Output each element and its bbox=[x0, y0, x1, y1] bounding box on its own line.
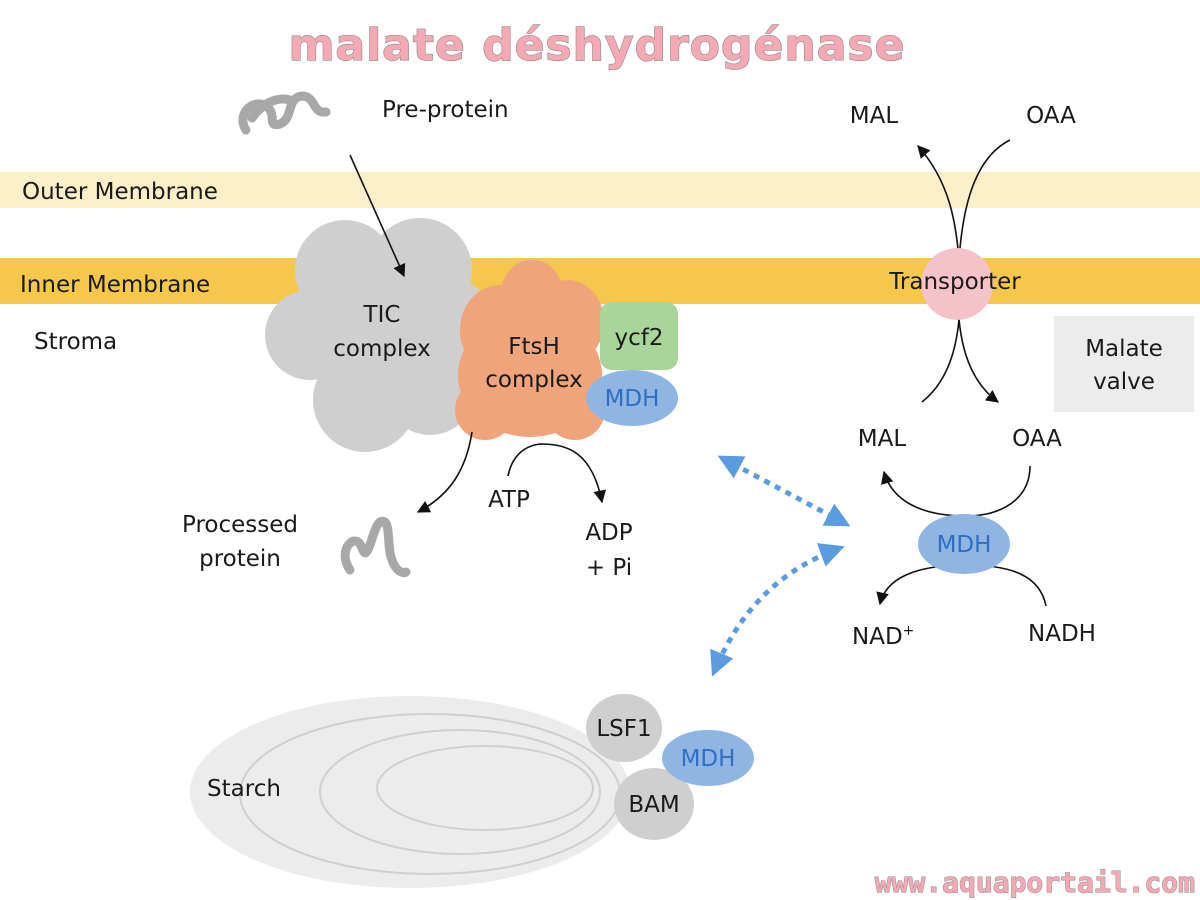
adp-label-line1: ADP bbox=[585, 520, 632, 546]
starch-ring-3 bbox=[376, 745, 594, 831]
tic-label-line2: complex bbox=[333, 336, 430, 362]
bam-label: BAM bbox=[628, 792, 679, 818]
dotted-arrow-ftsh-mdh bbox=[717, 455, 851, 527]
pre-protein-label: Pre-protein bbox=[382, 97, 509, 123]
import-arrow bbox=[349, 154, 406, 278]
ycf2-label: ycf2 bbox=[615, 325, 664, 351]
processed-label-line1: Processed bbox=[182, 512, 298, 538]
starch-label: Starch bbox=[207, 776, 281, 802]
outer-membrane-band bbox=[0, 172, 1200, 208]
starch-granule bbox=[190, 696, 630, 888]
mdh-starch-label: MDH bbox=[681, 746, 736, 772]
processed-arrow bbox=[416, 431, 473, 513]
mdh-ftsh-label: MDH bbox=[605, 386, 660, 412]
oaa-to-mal-arrow bbox=[881, 465, 1031, 517]
mdh-stroma-ellipse bbox=[918, 514, 1010, 574]
tic-label-line1: TIC bbox=[363, 302, 401, 328]
mdh-ftsh-ellipse bbox=[586, 370, 678, 426]
atp-label: ATP bbox=[488, 487, 530, 513]
tic-complex-cloud bbox=[265, 218, 492, 452]
ftsh-label-line2: complex bbox=[485, 367, 582, 393]
oaa-mid-label: OAA bbox=[1012, 426, 1062, 452]
ycf2-box bbox=[600, 302, 678, 370]
inner-membrane-label: Inner Membrane bbox=[20, 272, 210, 298]
lsf1-label: LSF1 bbox=[596, 716, 651, 742]
mal-top-label: MAL bbox=[850, 103, 899, 129]
lsf1-ellipse bbox=[586, 694, 662, 762]
nad-text: NAD bbox=[852, 624, 903, 650]
processed-protein-squiggle bbox=[340, 516, 411, 578]
transporter-circle bbox=[921, 248, 993, 320]
atp-hydrolysis-arrow bbox=[507, 443, 607, 504]
adp-label-line2: + Pi bbox=[586, 555, 632, 581]
nadh-label: NADH bbox=[1028, 621, 1096, 647]
outer-membrane-label: Outer Membrane bbox=[22, 179, 218, 205]
malate-valve-line1: Malate bbox=[1085, 336, 1163, 362]
ftsh-label-line1: FtsH bbox=[508, 334, 560, 360]
ftsh-complex-shape bbox=[455, 260, 605, 440]
nad-label: NAD+ bbox=[852, 623, 914, 650]
diagram-title: malate déshydrogénase bbox=[289, 20, 906, 71]
pre-protein-squiggle-inner bbox=[247, 94, 295, 123]
bam-ellipse bbox=[614, 768, 694, 840]
watermark: www.aquaportail.com bbox=[875, 866, 1195, 899]
pre-protein-squiggle bbox=[238, 91, 331, 135]
nad-superscript: + bbox=[903, 623, 915, 639]
stroma-label: Stroma bbox=[34, 329, 117, 355]
mdh-stroma-label: MDH bbox=[937, 532, 992, 558]
dotted-arrow-starch-mdh bbox=[710, 543, 845, 677]
starch-ring-2 bbox=[319, 729, 601, 855]
inner-membrane-band bbox=[0, 258, 1200, 304]
malate-valve-box bbox=[1054, 316, 1194, 412]
malate-valve-line2: valve bbox=[1093, 369, 1155, 395]
transporter-label: Transporter bbox=[888, 269, 1021, 295]
mal-mid-label: MAL bbox=[858, 426, 907, 452]
mdh-starch-ellipse bbox=[662, 730, 754, 786]
oaa-top-label: OAA bbox=[1026, 103, 1076, 129]
processed-label-line2: protein bbox=[199, 546, 281, 572]
